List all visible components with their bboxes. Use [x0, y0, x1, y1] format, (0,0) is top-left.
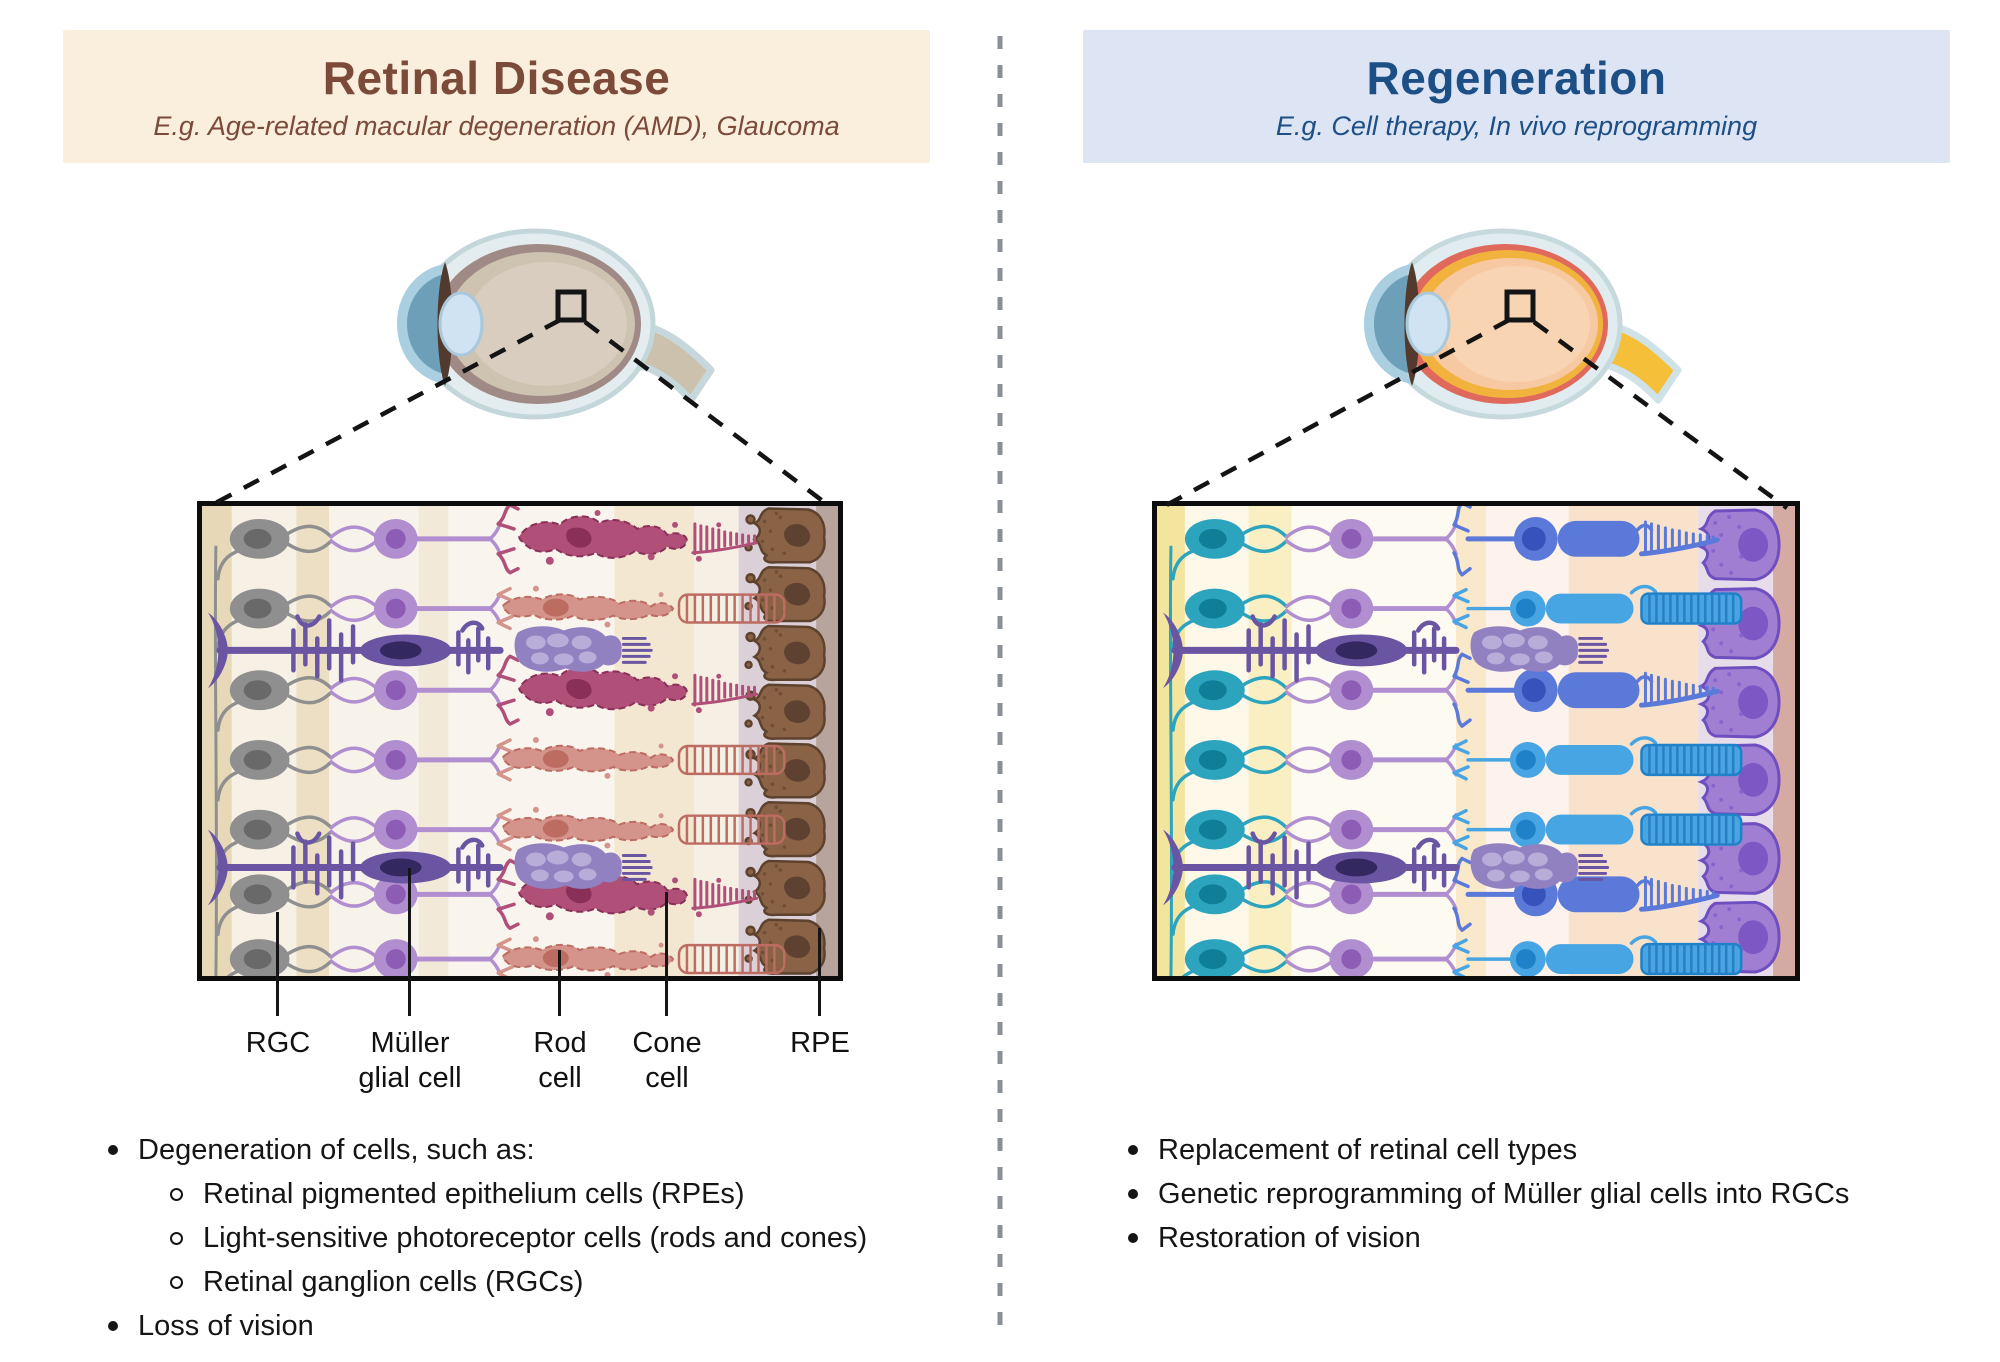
bullet-dot-icon [1128, 1233, 1138, 1243]
cone-pointer-line [665, 892, 668, 1016]
bullet-text: Restoration of vision [1158, 1222, 1421, 1254]
bullet-circle-icon [170, 1276, 183, 1289]
label-rgc: RGC [245, 1027, 311, 1059]
right-header-banner: Regeneration E.g. Cell therapy, In vivo … [1083, 30, 1950, 163]
left-subtitle: E.g. Age-related macular degeneration (A… [153, 111, 840, 141]
left-header-banner: Retinal Disease E.g. Age-related macular… [63, 30, 930, 163]
rgc-pointer-line [276, 912, 279, 1016]
bullet-dot-icon [1128, 1189, 1138, 1199]
list-item: Genetic reprogramming of Müller glial ce… [1128, 1172, 1968, 1216]
rpe-pointer-line [818, 928, 821, 1016]
diseased-eye-illustration [397, 228, 715, 420]
regeneration-bullet-list: Replacement of retinal cell types Geneti… [1128, 1128, 1968, 1260]
rod-pointer-line [558, 950, 561, 1016]
bullet-text: Light-sensitive photoreceptor cells (rod… [203, 1222, 868, 1254]
left-title: Retinal Disease [322, 52, 671, 104]
regenerated-retina-art [1157, 506, 1795, 976]
bullet-text: Retinal pigmented epithelium cells (RPEs… [203, 1178, 745, 1210]
bullet-dot-icon [108, 1145, 118, 1155]
healthy-eye-illustration [1364, 228, 1682, 420]
bullet-dot-icon [1128, 1145, 1138, 1155]
bullet-dot-icon [108, 1321, 118, 1331]
diseased-retina-panel [197, 501, 843, 981]
list-item: Loss of vision [108, 1304, 968, 1348]
bullet-text: Replacement of retinal cell types [1158, 1134, 1578, 1166]
list-item: Degeneration of cells, such as: [108, 1128, 968, 1172]
bullet-circle-icon [170, 1232, 183, 1245]
bullet-text: Loss of vision [138, 1310, 314, 1342]
right-title: Regeneration [1366, 52, 1667, 104]
label-rpe: RPE [790, 1027, 850, 1059]
list-item: Restoration of vision [1128, 1216, 1968, 1260]
bullet-text: Genetic reprogramming of Müller glial ce… [1158, 1178, 1850, 1210]
diseased-retina-art [202, 506, 838, 976]
bullet-circle-icon [170, 1188, 183, 1201]
list-item: Light-sensitive photoreceptor cells (rod… [108, 1216, 968, 1260]
bullet-text: Degeneration of cells, such as: [138, 1134, 535, 1166]
muller-pointer-line [408, 868, 411, 1016]
right-subtitle: E.g. Cell therapy, In vivo reprogramming [1275, 111, 1758, 141]
list-item: Replacement of retinal cell types [1128, 1128, 1968, 1172]
disease-bullet-list: Degeneration of cells, such as: Retinal … [108, 1128, 968, 1348]
list-item: Retinal pigmented epithelium cells (RPEs… [108, 1172, 968, 1216]
regenerated-retina-panel [1152, 501, 1800, 981]
bullet-text: Retinal ganglion cells (RGCs) [203, 1266, 584, 1298]
list-item: Retinal ganglion cells (RGCs) [108, 1260, 968, 1304]
